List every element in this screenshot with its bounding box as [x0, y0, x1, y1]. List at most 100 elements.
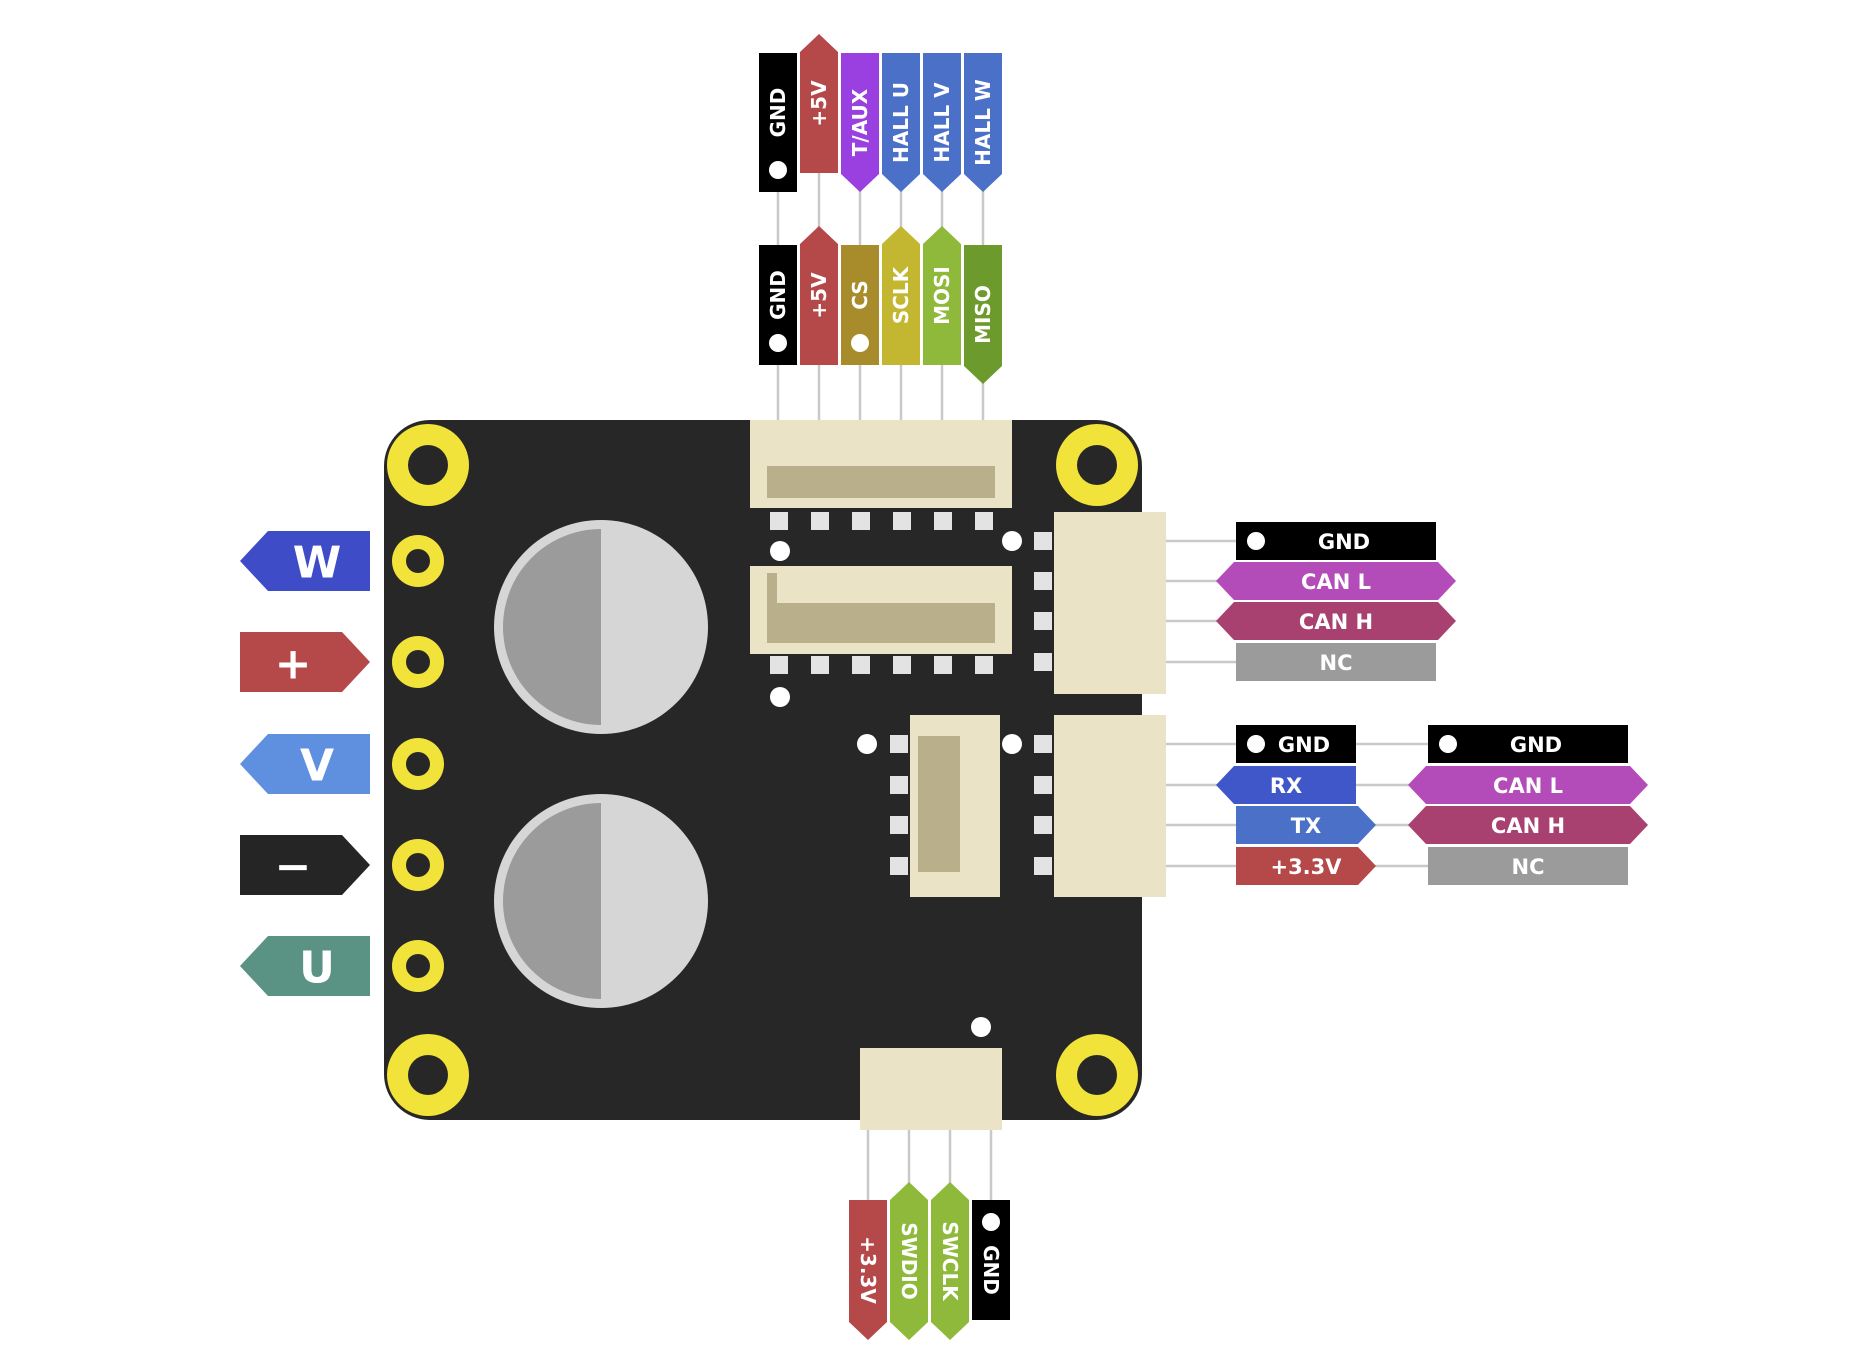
pin-label-gnd: GND — [972, 1200, 1010, 1320]
pin-label-gnd: GND — [759, 53, 797, 192]
motor-phase-plus: + — [240, 632, 370, 692]
pcb-board — [384, 420, 1166, 1130]
pin-label-cs: CS — [841, 245, 879, 365]
pin-label-shape — [849, 1200, 887, 1340]
pin-label-text: HALL U — [889, 82, 913, 163]
pin-label-text: CAN L — [1493, 774, 1563, 798]
pin-label-shape — [759, 53, 797, 192]
pin-label-shape — [841, 53, 879, 192]
pin-label-miso: MISO — [964, 245, 1002, 384]
pin-label-text: +5V — [807, 272, 831, 319]
pin-label-text: GND — [979, 1245, 1003, 1295]
spi-encoder-pinout: GND +5V CS SCLK MOSI MISO — [759, 226, 1002, 384]
pin1-dot — [1247, 735, 1265, 753]
arrow-right-icon — [240, 632, 370, 692]
pin-label-text: SCLK — [889, 265, 913, 324]
pin-label-text: T/AUX — [848, 88, 872, 156]
capacitor — [494, 794, 708, 1008]
pin-label-shape — [1216, 766, 1356, 804]
pin-label-text: GND — [766, 270, 790, 320]
pin-label-text: MOSI — [930, 266, 954, 325]
pin-label-text: +3.3V — [1270, 855, 1342, 879]
pin-label-hall-u: HALL U — [882, 53, 920, 192]
pin1-dot — [1247, 532, 1265, 550]
pin1-marker — [770, 541, 790, 561]
mounting-holes — [387, 424, 1138, 1116]
pin-label-text: NC — [1512, 855, 1545, 879]
pin-label-can-l: CAN L — [1216, 562, 1456, 600]
motor-phase-text: W — [293, 538, 342, 589]
pin-label-shape — [1216, 562, 1456, 600]
arrow-left-icon — [240, 936, 370, 996]
pin-label-nc: NC — [1236, 643, 1436, 681]
motor-phase-u: U — [240, 936, 370, 996]
pin-label-nc: NC — [1428, 847, 1628, 885]
pin-label-text: SWCLK — [938, 1221, 962, 1302]
pin-label-gnd: GND — [1236, 522, 1436, 560]
swd-connector — [860, 1048, 1002, 1130]
pin-label-shape — [1236, 643, 1436, 681]
pin-label-text: RX — [1270, 774, 1302, 798]
pin-label-text: CAN H — [1299, 610, 1373, 634]
pin1-marker — [1002, 734, 1022, 754]
can-connector — [1034, 512, 1166, 694]
arrow-left-icon — [240, 734, 370, 794]
pin-label-shape — [972, 1200, 1010, 1320]
pin-label-tx: TX — [1236, 806, 1376, 844]
pin-label-text: SWDIO — [897, 1222, 921, 1300]
pin-label-text: HALL W — [971, 79, 995, 166]
pin-label-shape — [890, 1182, 928, 1340]
pin-label-rx: RX — [1216, 766, 1356, 804]
arrow-left-icon — [240, 531, 370, 591]
pin-label-shape — [1236, 847, 1376, 885]
pin-label-hall-v: HALL V — [923, 53, 961, 192]
pin-label-hall-w: HALL W — [964, 53, 1002, 192]
pin-label-gnd: GND — [1236, 725, 1356, 763]
uart-pinout: GND RX TX +3.3V — [1216, 725, 1376, 885]
pin-label-shape — [800, 34, 838, 173]
pin-label-text: GND — [1318, 530, 1370, 554]
pin-label-shape — [800, 226, 838, 365]
pin-label-mosi: MOSI — [923, 226, 961, 365]
swd-pinout: +3.3V SWDIO SWCLK GND — [849, 1182, 1010, 1340]
pin-label-gnd: GND — [759, 245, 797, 365]
pin1-marker — [971, 1017, 991, 1037]
hall-sensor-pinout: GND +5V T/AUX HALL U HALL V HALL W — [759, 34, 1002, 192]
pin1-marker — [1002, 531, 1022, 551]
pin-label-text: +5V — [807, 80, 831, 127]
pin-label-gnd: GND — [1428, 725, 1628, 763]
pin-label-text: MISO — [971, 285, 995, 344]
pin-label-5v: +5V — [800, 226, 838, 365]
pin-label-shape — [1216, 602, 1456, 640]
pin1-dot — [851, 334, 869, 352]
motor-phase-minus: − — [240, 835, 370, 895]
pin-label-text: HALL V — [930, 82, 954, 163]
spi-connector — [750, 566, 1012, 674]
pin-label-3-3v: +3.3V — [1236, 847, 1376, 885]
aux-connector — [890, 715, 1000, 897]
phase-holes — [392, 535, 444, 992]
pin-label-5v: +5V — [800, 34, 838, 173]
pin-label-shape — [964, 245, 1002, 384]
pin-label-shape — [931, 1182, 969, 1340]
pin-label-sclk: SCLK — [882, 226, 920, 365]
motor-phase-text: U — [299, 943, 335, 994]
pin-label-shape — [882, 53, 920, 192]
hall-connector — [750, 420, 1012, 530]
pin1-dot — [982, 1213, 1000, 1231]
pin-label-shape — [1408, 766, 1648, 804]
motor-phase-v: V — [240, 734, 370, 794]
pin-label-text: GND — [1510, 733, 1562, 757]
pin-label-text: TX — [1291, 814, 1322, 838]
pin-label-t-aux: T/AUX — [841, 53, 879, 192]
pin-label-shape — [923, 53, 961, 192]
pin-label-can-h: CAN H — [1216, 602, 1456, 640]
can-pinout: GND CAN L CAN H NC — [1216, 522, 1456, 681]
pin1-marker — [770, 687, 790, 707]
pin-label-shape — [1408, 806, 1648, 844]
pin-label-text: GND — [766, 88, 790, 138]
pin-label-text: CAN H — [1491, 814, 1565, 838]
pin-label-shape — [1236, 806, 1376, 844]
pin-label-3-3v: +3.3V — [849, 1200, 887, 1340]
